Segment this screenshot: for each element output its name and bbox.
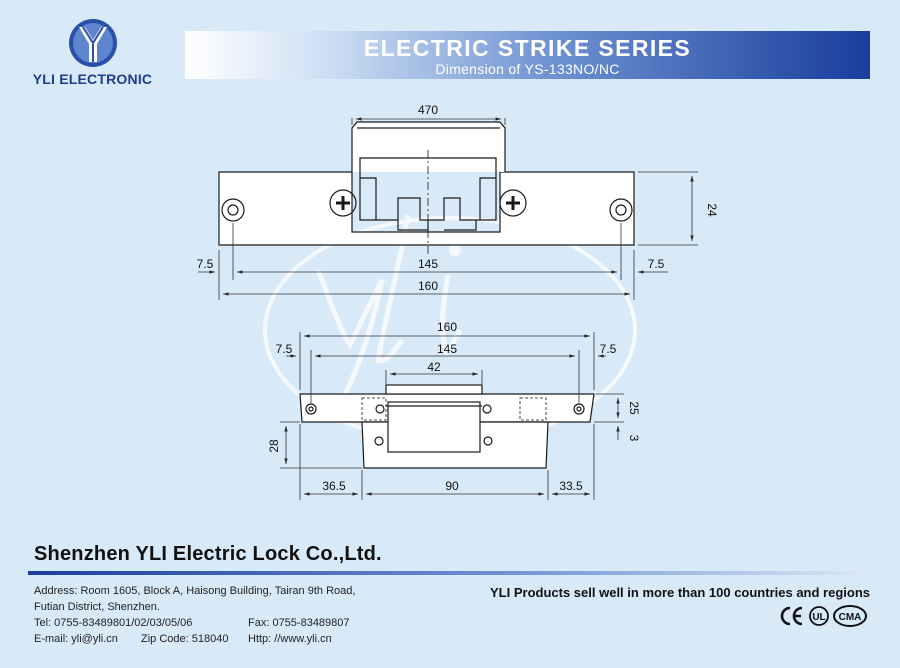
email: E-mail: yli@yli.cn <box>34 633 118 645</box>
zip-code: Zip Code: 518040 <box>141 633 229 645</box>
ul-mark-icon: UL <box>809 606 829 626</box>
slogan: YLI Products sell well in more than 100 … <box>490 585 870 600</box>
certification-marks: UL CMA <box>780 605 867 627</box>
address-line-2: Futian District, Shenzhen. <box>34 601 160 613</box>
yli-logo-icon <box>68 19 117 67</box>
dim-top-width: 470 <box>418 103 438 117</box>
address-line-1: Address: Room 1605, Block A, Haisong Bui… <box>34 585 356 597</box>
dim-side-right-offset: 7.5 <box>600 342 617 356</box>
page-subtitle: Dimension of YS-133NO/NC <box>435 61 620 77</box>
dim-body-length: 90 <box>445 479 459 493</box>
dim-plate-height: 25 <box>627 401 641 415</box>
tel: Tel: 0755-83489801/02/03/05/06 <box>34 617 193 629</box>
dim-lip: 3 <box>627 435 641 442</box>
dim-height: 24 <box>705 203 719 217</box>
dim-right-offset: 7.5 <box>648 257 665 271</box>
dim-side-total-length: 160 <box>437 320 457 334</box>
top-view-dimensions <box>198 117 698 300</box>
dim-latch-width: 42 <box>427 360 441 374</box>
top-view-drawing <box>218 121 635 255</box>
logo-text: YLI ELECTRONIC <box>32 71 153 87</box>
side-view-dimensions <box>280 332 624 500</box>
cma-mark-icon: CMA <box>833 605 867 627</box>
dim-total-length: 160 <box>418 279 438 293</box>
footer-divider <box>28 571 870 575</box>
dim-hole-spacing: 145 <box>418 257 438 271</box>
dim-left-segment: 36.5 <box>322 479 346 493</box>
dim-body-height: 28 <box>267 439 281 453</box>
ce-mark-icon <box>780 606 803 626</box>
side-view-drawing <box>299 384 595 469</box>
title-banner: ELECTRIC STRIKE SERIES Dimension of YS-1… <box>185 31 870 79</box>
dim-side-left-offset: 7.5 <box>276 342 293 356</box>
dim-left-offset: 7.5 <box>197 257 214 271</box>
company-logo: YLI ELECTRONIC <box>0 18 185 87</box>
fax: Fax: 0755-83489807 <box>248 617 350 629</box>
page-title: ELECTRIC STRIKE SERIES <box>363 35 692 61</box>
svg-text:CMA: CMA <box>839 612 862 623</box>
svg-text:UL: UL <box>812 612 825 623</box>
company-name: Shenzhen YLI Electric Lock Co.,Ltd. <box>34 543 382 565</box>
dim-side-hole-spacing: 145 <box>437 342 457 356</box>
dim-right-segment: 33.5 <box>559 479 583 493</box>
website: Http: //www.yli.cn <box>248 633 332 645</box>
